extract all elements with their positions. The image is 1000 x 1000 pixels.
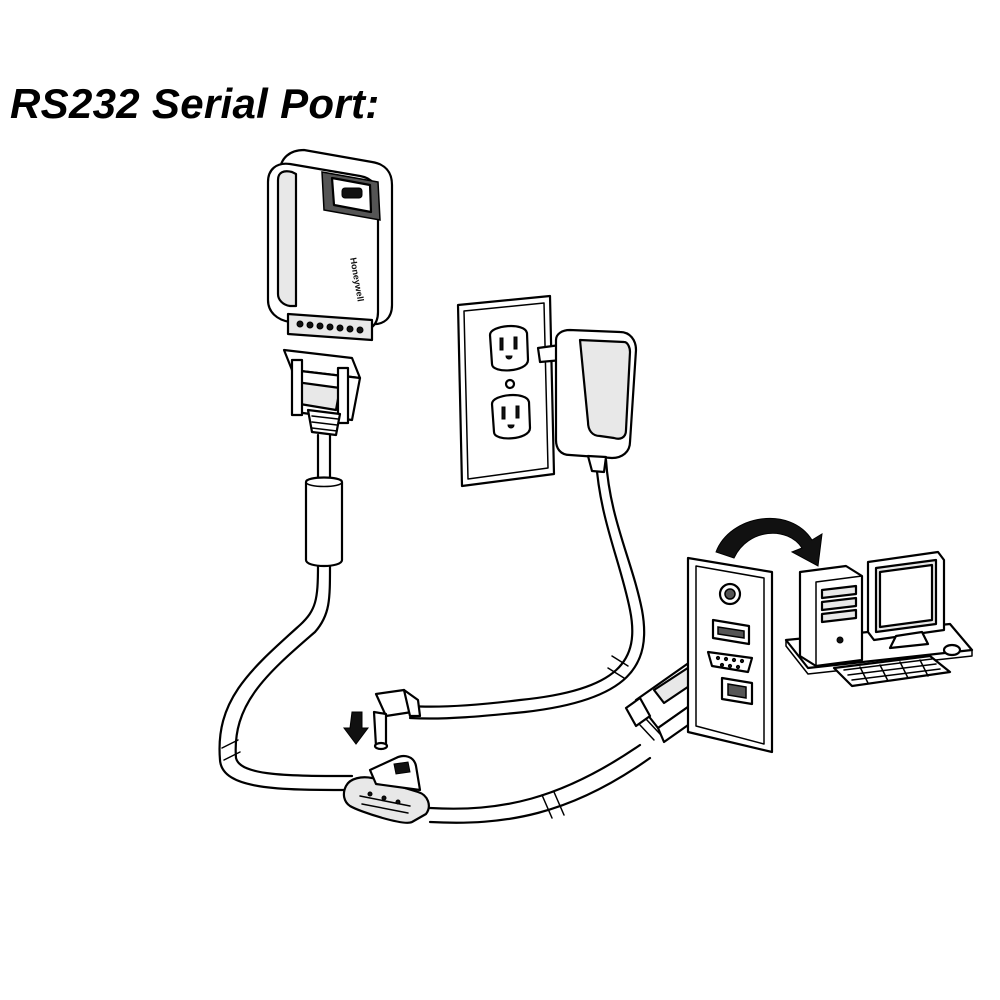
serial-cable — [428, 743, 652, 824]
power-plug — [372, 688, 422, 751]
down-arrow-icon — [343, 711, 369, 745]
pc-back-panel — [686, 556, 774, 754]
scanner-cable — [218, 433, 354, 792]
cable-splitter — [342, 755, 430, 824]
power-supply-cable — [408, 458, 646, 720]
scanner-cable-connector — [282, 348, 362, 437]
desktop-computer — [784, 550, 974, 688]
power-adapter — [536, 328, 638, 474]
ferrite-core — [304, 476, 344, 568]
page-title: RS232 Serial Port: — [10, 80, 380, 127]
wall-outlet — [456, 294, 556, 488]
scanner-device: Honeywell — [266, 148, 394, 342]
curved-arrow-icon — [715, 517, 823, 567]
